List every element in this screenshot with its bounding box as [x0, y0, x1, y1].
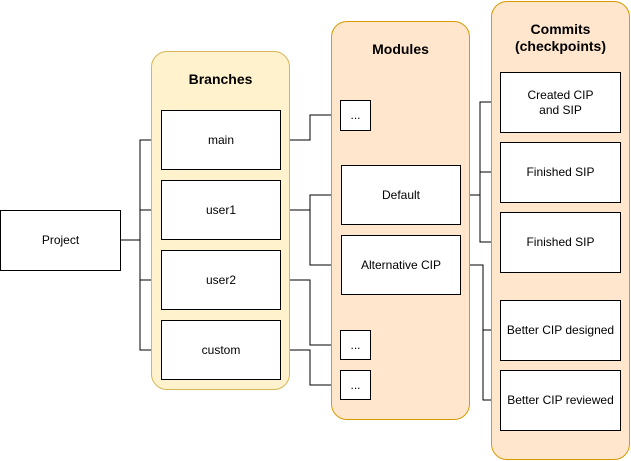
module-node-ellipsis-top[interactable]: ...	[340, 100, 371, 131]
commit-label: Better CIP reviewed	[507, 393, 614, 407]
module-node-ellipsis-bottom[interactable]: ...	[340, 370, 371, 400]
branch-node-main[interactable]: main	[161, 110, 281, 170]
branch-label: user2	[205, 272, 237, 287]
branch-label: main	[207, 132, 234, 147]
module-node-ellipsis-mid[interactable]: ...	[340, 330, 371, 360]
commit-node-3[interactable]: Finished SIP	[500, 212, 621, 273]
modules-group-title: Modules	[372, 41, 429, 57]
commit-node-5[interactable]: Better CIP reviewed	[500, 370, 621, 431]
module-node-alternative[interactable]: Alternative CIP	[341, 235, 461, 295]
edge-user2-ellipsis	[280, 279, 341, 349]
edge-main-ellipsis	[280, 111, 341, 141]
commit-label-line2: and SIP	[539, 102, 582, 117]
commit-label: Finished SIP	[526, 165, 595, 179]
commit-label: Created CIP and SIP	[527, 88, 593, 118]
edge-user1-alternative	[280, 209, 341, 269]
branch-label: custom	[201, 342, 241, 357]
edge-default-commit3	[460, 194, 501, 246]
branch-label: user1	[205, 202, 237, 217]
commits-title-line2: (checkpoints)	[514, 38, 606, 54]
branch-node-user2[interactable]: user2	[161, 250, 281, 310]
edge-custom-ellipsis	[280, 349, 341, 389]
commit-label: Finished SIP	[526, 235, 595, 249]
commit-label-line1: Created CIP	[527, 87, 594, 102]
module-label: ...	[350, 108, 361, 122]
commit-label: Better CIP designed	[506, 323, 615, 337]
project-node-label: Project	[41, 233, 80, 247]
commits-title-line1: Commits	[530, 21, 591, 37]
module-label: Alternative CIP	[360, 257, 442, 272]
commit-node-2[interactable]: Finished SIP	[500, 142, 621, 203]
module-label: ...	[350, 377, 361, 392]
branch-node-user1[interactable]: user1	[161, 180, 281, 240]
module-label: Default	[381, 187, 421, 202]
branches-group-title: Branches	[188, 71, 253, 87]
commits-group-title: Commits (checkpoints)	[492, 21, 629, 55]
commit-node-4[interactable]: Better CIP designed	[500, 300, 621, 361]
module-node-default[interactable]: Default	[341, 165, 461, 225]
branch-node-custom[interactable]: custom	[161, 320, 281, 380]
commit-node-1[interactable]: Created CIP and SIP	[500, 72, 621, 133]
edge-project-custom	[120, 239, 161, 354]
module-label: ...	[350, 337, 361, 352]
project-node[interactable]: Project	[0, 210, 121, 271]
